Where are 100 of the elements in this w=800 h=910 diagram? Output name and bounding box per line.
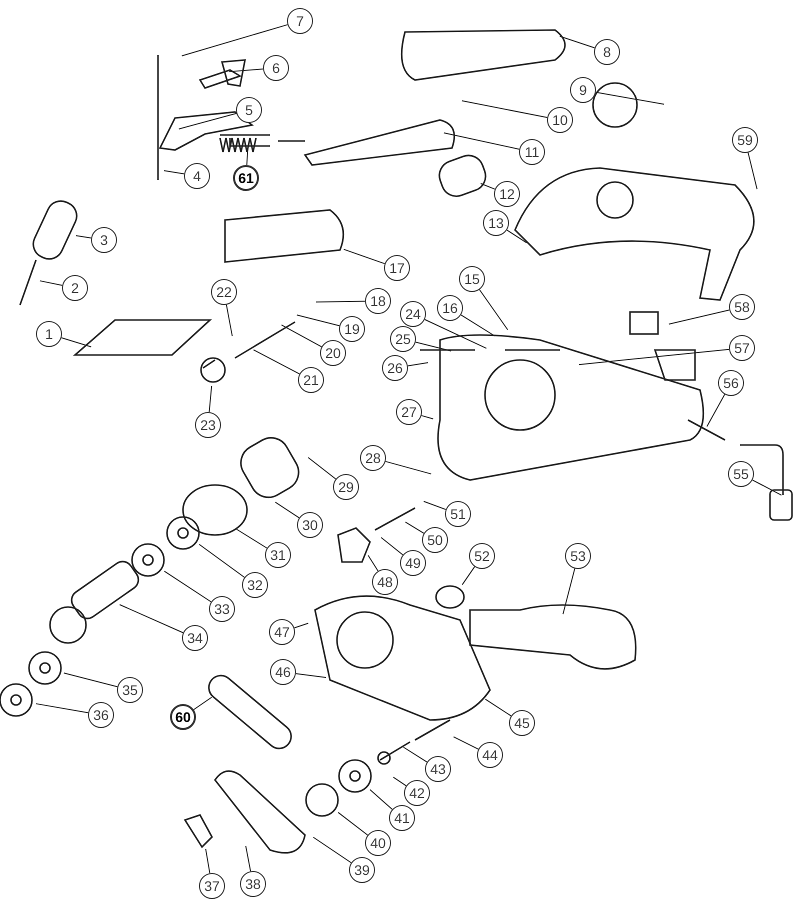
callout-number: 24 <box>400 301 426 327</box>
leader-line <box>119 604 184 634</box>
callout-number: 33 <box>209 596 235 622</box>
leader-line <box>415 342 452 352</box>
callout-number: 56 <box>718 370 744 396</box>
callout-number: 29 <box>333 474 359 500</box>
callout-number: 22 <box>211 279 237 305</box>
leader-line <box>562 568 576 615</box>
leader-line <box>385 460 432 474</box>
callout-number: 25 <box>390 326 416 352</box>
callout-number: 21 <box>298 367 324 393</box>
leader-line <box>75 235 92 238</box>
callout-number: 18 <box>365 288 391 314</box>
leader-line <box>294 622 309 628</box>
callout-number: 40 <box>365 830 391 856</box>
callout-number: 44 <box>477 742 503 768</box>
callout-number: 45 <box>509 710 535 736</box>
callout-number: 51 <box>445 501 471 527</box>
leader-line <box>296 314 340 326</box>
callout-number: 20 <box>320 340 346 366</box>
leader-line <box>178 112 237 130</box>
callout-number: 48 <box>372 569 398 595</box>
leader-line <box>181 24 288 56</box>
leader-line <box>424 319 487 349</box>
leader-line <box>338 812 368 836</box>
callout-number: 13 <box>483 210 509 236</box>
callout-number: 31 <box>265 542 291 568</box>
leader-line <box>461 100 548 118</box>
callout-number: 57 <box>729 335 755 361</box>
leader-line <box>370 789 393 810</box>
leader-line <box>343 248 386 264</box>
callout-number: 8 <box>594 39 620 65</box>
leader-line <box>752 480 782 496</box>
leader-line <box>281 324 322 348</box>
leader-line <box>236 528 268 549</box>
callout-number: 36 <box>88 702 114 728</box>
leader-line <box>164 570 212 602</box>
callout-number: 2 <box>62 275 88 301</box>
leader-line <box>193 696 212 710</box>
callout-number: 5 <box>236 97 262 123</box>
leader-line <box>423 500 446 510</box>
callout-number: 6 <box>263 55 289 81</box>
callout-number: 9 <box>570 77 596 103</box>
callout-number: 50 <box>422 527 448 553</box>
callout-number: 47 <box>269 619 295 645</box>
leader-line <box>312 836 352 864</box>
callout-number: 28 <box>360 445 386 471</box>
callout-number: 37 <box>199 873 225 899</box>
leader-line <box>402 746 428 763</box>
leader-line <box>404 522 424 534</box>
leader-line <box>368 554 379 572</box>
leader-line <box>595 92 665 105</box>
callout-number: 19 <box>339 316 365 342</box>
callout-number: 3 <box>91 227 117 253</box>
callout-number: 35 <box>117 677 143 703</box>
callout-number: 23 <box>195 412 221 438</box>
leader-line <box>443 132 520 150</box>
callout-number: 26 <box>382 355 408 381</box>
leader-line <box>316 300 366 302</box>
callout-number: 17 <box>384 255 410 281</box>
leader-line <box>421 415 434 420</box>
callout-number: 30 <box>297 512 323 538</box>
callout-number: 55 <box>728 461 754 487</box>
leader-line <box>578 348 730 366</box>
callout-number: 16 <box>437 295 463 321</box>
callout-number: 60 <box>170 704 196 730</box>
leader-line <box>308 456 336 480</box>
callout-number: 42 <box>404 780 430 806</box>
callout-number: 11 <box>519 139 545 165</box>
callout-number: 43 <box>425 756 451 782</box>
callout-number: 53 <box>565 543 591 569</box>
callout-number: 4 <box>184 163 210 189</box>
leader-line <box>246 148 248 166</box>
leader-line <box>748 152 758 190</box>
callout-number: 1 <box>36 321 62 347</box>
callout-number: 58 <box>729 294 755 320</box>
leader-line <box>407 362 429 366</box>
leader-line <box>198 544 245 578</box>
callout-number: 34 <box>182 625 208 651</box>
leader-line <box>460 314 496 336</box>
leader-line <box>226 304 233 337</box>
leader-line <box>559 36 596 48</box>
leader-line <box>392 776 407 786</box>
leader-line <box>208 385 212 413</box>
leader-line <box>39 280 63 286</box>
callout-number: 46 <box>270 659 296 685</box>
leader-line <box>295 673 327 678</box>
callout-number: 15 <box>459 266 485 292</box>
leader-line <box>462 566 476 586</box>
leader-line <box>478 289 508 330</box>
leader-line <box>480 182 496 190</box>
leader-line <box>228 68 264 72</box>
leader-line <box>63 672 118 688</box>
callout-number: 59 <box>732 127 758 153</box>
callout-number: 61 <box>233 165 259 191</box>
leader-line <box>60 337 92 348</box>
leader-line <box>453 736 479 750</box>
callout-number: 38 <box>240 871 266 897</box>
leader-line <box>484 698 512 716</box>
callout-number: 32 <box>242 572 268 598</box>
